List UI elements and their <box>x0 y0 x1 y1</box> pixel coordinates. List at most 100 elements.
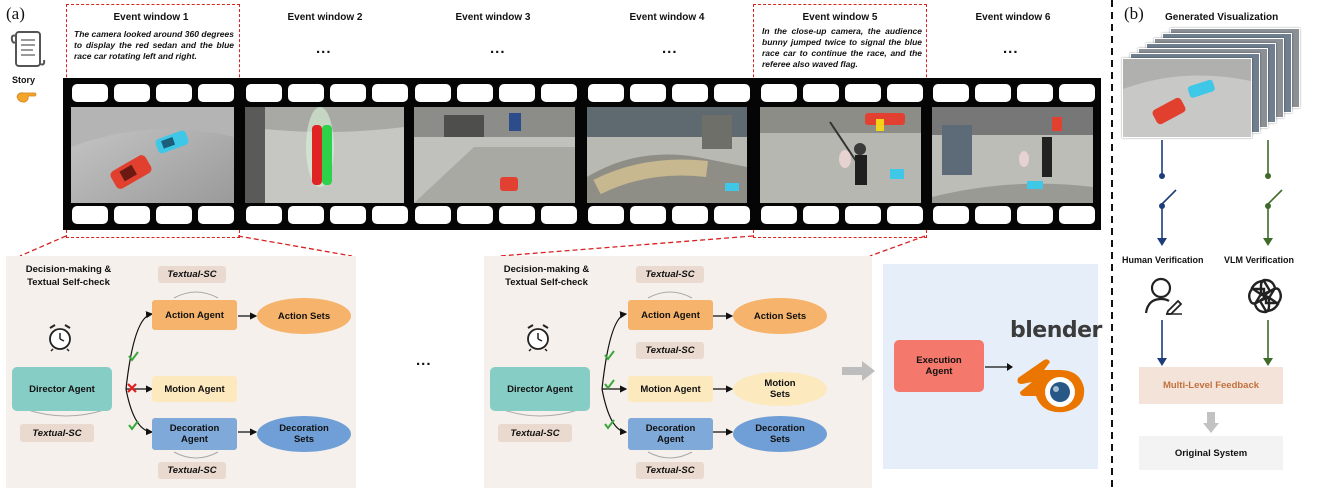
panel-header: Decision-making & Textual Self-check <box>25 264 112 288</box>
film-sprocket-hole <box>198 206 234 224</box>
verification-arrows <box>1157 140 1283 246</box>
story-scroll-icon <box>8 28 48 72</box>
panel-a-label: (a) <box>6 4 25 23</box>
event-window-text: In the close-up camera, the audience bun… <box>762 26 922 69</box>
film-sprocket-hole <box>845 84 881 102</box>
film-sprocket-hole <box>672 206 708 224</box>
feedback-to-system-arrow <box>1203 412 1219 433</box>
human-verification-label: Human Verification <box>1122 255 1204 265</box>
director-agent-box: Director Agent <box>490 367 590 411</box>
film-sprocket-hole <box>714 206 750 224</box>
event-window-title: Event window 3 <box>455 12 531 23</box>
event-window-title: Event window 2 <box>287 12 363 23</box>
motion-agent-box: Motion Agent <box>152 376 237 402</box>
right-panel-arrows <box>503 291 734 459</box>
film-sprocket-hole <box>1059 84 1095 102</box>
motion-agent-box: Motion Agent <box>628 376 713 402</box>
execution-agent-box: Execution Agent <box>894 340 984 392</box>
action-agent-box: Action Agent <box>628 300 713 330</box>
film-sprocket-hole <box>630 206 666 224</box>
film-sprocket-hole <box>845 206 881 224</box>
textual-sc-tag: Textual-SC <box>636 462 704 479</box>
check-icon <box>128 420 139 431</box>
ellipsis: ... <box>416 352 432 369</box>
film-sprocket-hole <box>330 84 366 102</box>
event-window-text: ... <box>662 40 678 57</box>
film-sprocket-hole <box>933 84 969 102</box>
event-window-text: ... <box>316 40 332 57</box>
film-sprocket-hole <box>114 84 150 102</box>
film-sprocket-hole <box>499 84 535 102</box>
film-sprocket-hole <box>457 84 493 102</box>
film-sprocket-hole <box>72 206 108 224</box>
textual-sc-tag: Textual-SC <box>20 424 94 442</box>
film-sprocket-hole <box>246 206 282 224</box>
film-strip <box>63 78 1101 230</box>
hand-point-icon <box>16 88 38 104</box>
check-icon <box>128 351 139 362</box>
frame-2 <box>245 107 404 203</box>
frame-6 <box>932 107 1093 203</box>
generated-visualization-title: Generated Visualization <box>1165 12 1279 23</box>
event-window-title: Event window 6 <box>975 12 1051 23</box>
decoration-sets-oval: Decoration Sets <box>733 416 827 452</box>
film-sprocket-hole <box>457 206 493 224</box>
film-sprocket-hole <box>630 84 666 102</box>
decoration-agent-box: Decoration Agent <box>152 418 237 450</box>
film-sprocket-hole <box>761 206 797 224</box>
film-sprocket-hole <box>541 84 577 102</box>
film-sprocket-hole <box>198 84 234 102</box>
check-icon <box>604 419 615 430</box>
check-icon <box>604 350 615 361</box>
film-sprocket-hole <box>975 206 1011 224</box>
film-sprocket-hole <box>156 206 192 224</box>
film-sprocket-hole <box>588 206 624 224</box>
film-sprocket-hole <box>803 206 839 224</box>
film-sprocket-hole <box>246 84 282 102</box>
film-sprocket-hole <box>803 84 839 102</box>
film-sprocket-hole <box>372 206 408 224</box>
film-sprocket-hole <box>933 206 969 224</box>
alarm-clock-icon <box>524 322 552 352</box>
event-window-title: Event window 1 <box>113 12 189 23</box>
event-window-text: ... <box>1003 40 1019 57</box>
frame-3 <box>414 107 575 203</box>
film-sprocket-hole <box>761 84 797 102</box>
blender-wordmark: blender <box>1010 318 1102 343</box>
film-sprocket-hole <box>1017 84 1053 102</box>
film-sprocket-hole <box>975 84 1011 102</box>
frame-4 <box>587 107 747 203</box>
panel-divider <box>1111 0 1113 489</box>
flow-arrow-to-execution <box>842 361 875 381</box>
verification-to-feedback-arrows <box>1157 320 1273 366</box>
event-window-title: Event window 5 <box>802 12 878 23</box>
arrow-to-blender <box>985 363 1013 371</box>
frame-5 <box>760 107 921 203</box>
decoration-agent-box: Decoration Agent <box>628 418 713 450</box>
event-window-text: ... <box>490 40 506 57</box>
film-sprocket-hole <box>887 206 923 224</box>
film-sprocket-hole <box>114 206 150 224</box>
textual-sc-tag: Textual-SC <box>636 342 704 359</box>
action-sets-oval: Action Sets <box>257 298 351 334</box>
film-sprocket-hole <box>588 84 624 102</box>
film-sprocket-hole <box>72 84 108 102</box>
openai-logo-icon <box>1245 276 1285 316</box>
film-sprocket-hole <box>415 206 451 224</box>
film-sprocket-hole <box>714 84 750 102</box>
check-icon <box>604 379 615 390</box>
original-system-box: Original System <box>1139 436 1283 470</box>
story-label: Story <box>12 75 36 85</box>
motion-sets-oval: Motion Sets <box>733 372 827 406</box>
film-sprocket-hole <box>372 84 408 102</box>
film-sprocket-hole <box>541 206 577 224</box>
film-sprocket-hole <box>156 84 192 102</box>
film-sprocket-hole <box>887 84 923 102</box>
blender-logo-icon <box>1014 352 1090 416</box>
film-sprocket-hole <box>1059 206 1095 224</box>
textual-sc-tag: Textual-SC <box>158 266 226 283</box>
film-sprocket-hole <box>330 206 366 224</box>
event-window-text: The camera looked around 360 degrees to … <box>74 29 234 61</box>
textual-sc-tag: Textual-SC <box>498 424 572 442</box>
generated-frame <box>1122 58 1252 138</box>
